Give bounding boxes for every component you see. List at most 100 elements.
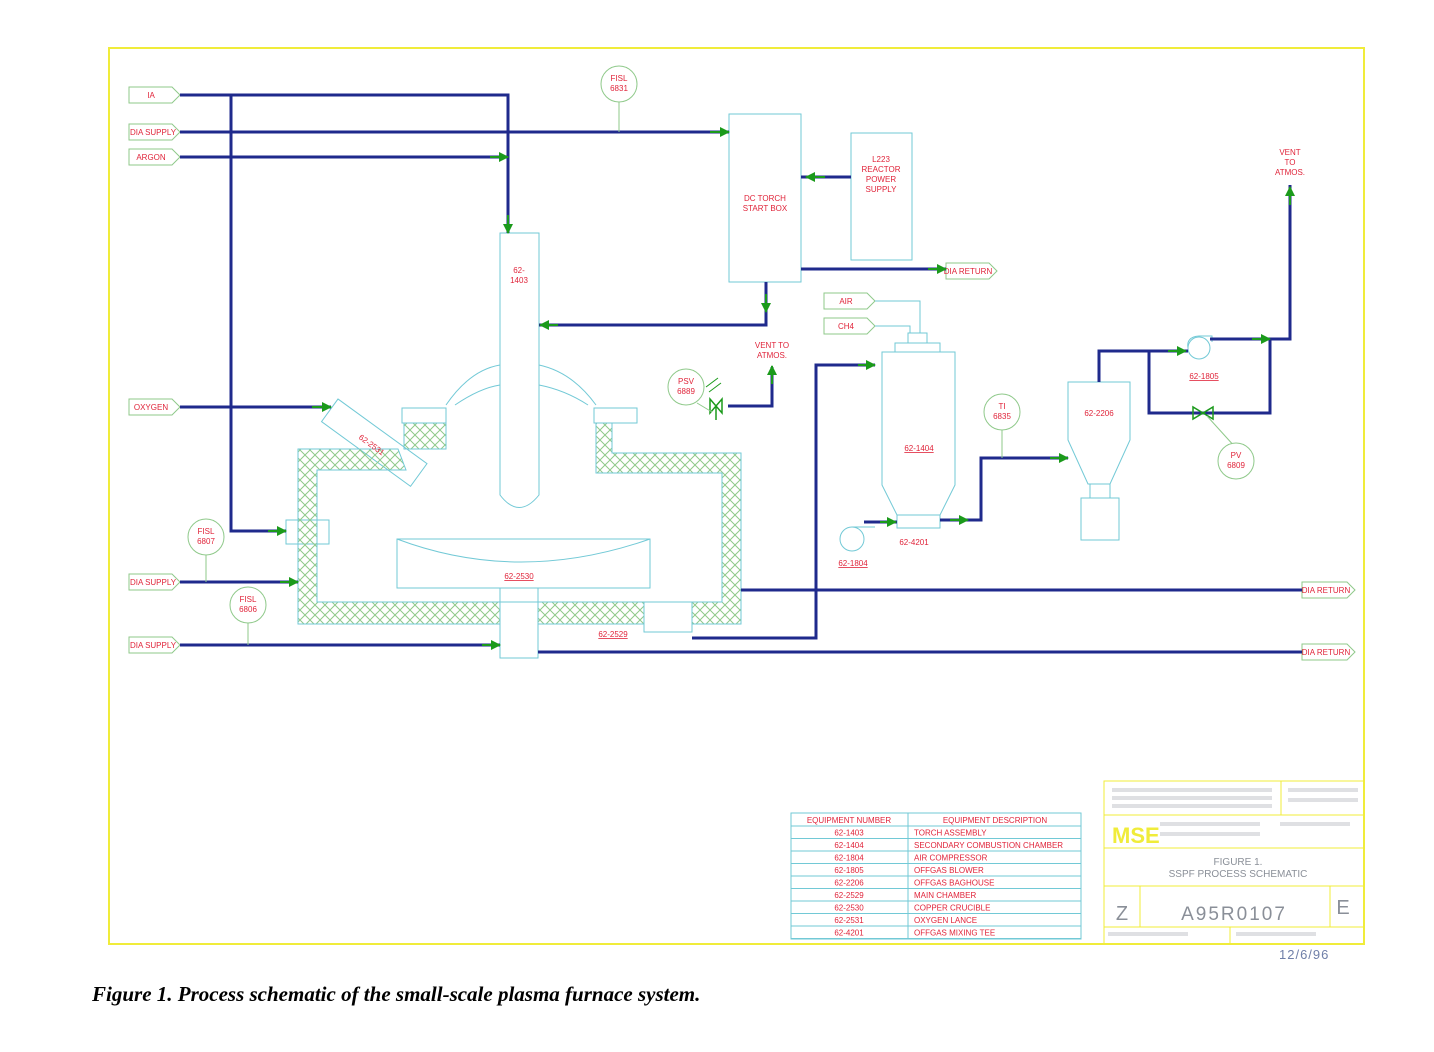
table-header-description: EQUIPMENT DESCRIPTION [943, 816, 1048, 825]
input-tag-ch4 [823, 317, 876, 335]
fisl-6831-num: 6831 [610, 84, 628, 93]
pipe-blower-to-vent [1210, 185, 1292, 341]
input-ch4-label: CH4 [838, 322, 855, 331]
ti-6835-tag: TI [998, 402, 1005, 411]
table-cell-number: 62-2531 [834, 916, 864, 925]
scc-top-stub [907, 332, 928, 344]
power-supply-label-1: L223 [872, 155, 890, 164]
torch-box-label-1: DC TORCH [744, 194, 786, 203]
table-cell-number: 62-1805 [834, 866, 864, 875]
blower-label: 62-1805 [1189, 372, 1219, 381]
pv-6809-num: 6809 [1227, 461, 1245, 470]
fisl-6806-num: 6806 [239, 605, 257, 614]
title-name: SSPF PROCESS SCHEMATIC [1169, 869, 1308, 880]
table-cell-description: COPPER CRUCIBLE [914, 904, 990, 913]
chamber-dome [445, 364, 597, 406]
vent-2-line-2: TO [1285, 158, 1296, 167]
input-dia-supply-1-label: DIA SUPPLY [130, 128, 177, 137]
title-rev: E [1336, 897, 1349, 919]
crucible-label: 62-2530 [504, 572, 534, 581]
output-dia-return-1-label: DIA RETURN [944, 267, 993, 276]
table-cell-number: 62-4201 [834, 929, 864, 938]
pipe-bypass [1147, 339, 1272, 415]
output-dia-return-3-label: DIA RETURN [1302, 648, 1351, 657]
input-air-label: AIR [839, 297, 853, 306]
refractory-wall [297, 422, 742, 625]
psv-lead [696, 402, 713, 413]
figure-caption: Figure 1. Process schematic of the small… [92, 982, 701, 1006]
title-size: Z [1116, 903, 1128, 925]
torch-label-2: 1403 [510, 276, 528, 285]
chamber-port-right [593, 407, 638, 424]
instrument-fisl-6831 [600, 65, 638, 103]
sheet-border [108, 47, 1365, 945]
table-cell-description: TORCH ASSEMBLY [914, 829, 987, 838]
input-tag-argon [128, 148, 181, 166]
vent-2-line-1: VENT [1279, 148, 1300, 157]
table-header-number: EQUIPMENT NUMBER [807, 816, 892, 825]
pipe-chamber-offgas [692, 363, 875, 640]
table-cell-number: 62-2529 [834, 891, 864, 900]
table-cell-description: AIR COMPRESSOR [914, 854, 988, 863]
copper-crucible [396, 538, 651, 589]
power-supply-label-3: POWER [866, 175, 896, 184]
date-stamp: 12/6/96 [1279, 947, 1330, 962]
input-tag-oxygen [128, 398, 181, 416]
ti-6835-num: 6835 [993, 412, 1011, 421]
output-tag-dia-return-3 [1301, 643, 1356, 661]
input-dia-supply-3-label: DIA SUPPLY [130, 641, 177, 650]
table-cell-description: OXYGEN LANCE [914, 916, 977, 925]
title-logo: MSE [1112, 823, 1160, 848]
scc-label: 62-1404 [904, 444, 934, 453]
secondary-combustion-chamber [881, 342, 956, 516]
table-cell-number: 62-2206 [834, 879, 864, 888]
chamber-inner-wall [316, 469, 723, 603]
input-oxygen-label: OXYGEN [134, 403, 168, 412]
pipe-ia-branch [229, 95, 286, 533]
mixing-tee [896, 514, 941, 529]
input-dia-supply-2-label: DIA SUPPLY [130, 578, 177, 587]
table-cell-description: OFFGAS BLOWER [914, 866, 984, 875]
title-drawing-no: A95R0107 [1181, 904, 1287, 925]
fisl-6831-tag: FISL [611, 74, 628, 83]
output-tag-dia-return-1 [945, 262, 998, 280]
title-figure: FIGURE 1. [1214, 857, 1263, 868]
vent-2-line-3: ATMOS. [1275, 168, 1305, 177]
input-tag-dia-supply-2 [128, 573, 181, 591]
fisl-6806-tag: FISL [240, 595, 257, 604]
table-cell-description: OFFGAS MIXING TEE [914, 929, 995, 938]
instrument-fisl-6807 [187, 518, 225, 556]
input-tag-ia [128, 86, 181, 104]
crucible-outlet [499, 587, 539, 659]
pv-valve-icon [1192, 405, 1214, 421]
output-dia-return-2-label: DIA RETURN [1302, 586, 1351, 595]
baghouse-hopper [1089, 483, 1111, 499]
pipe-psv-vent [728, 367, 774, 408]
air-compressor [839, 526, 865, 552]
torch-assembly [499, 232, 540, 508]
psv-6889-tag: PSV [678, 377, 695, 386]
power-supply-label-2: REACTOR [862, 165, 901, 174]
reactor-power-supply [850, 132, 913, 261]
fisl-6807-num: 6807 [197, 537, 215, 546]
offgas-baghouse [1067, 381, 1131, 485]
pv-lead [1206, 415, 1237, 449]
title-block [1103, 780, 1365, 945]
table-cell-number: 62-2530 [834, 904, 864, 913]
table-cell-description: OFFGAS BAGHOUSE [914, 879, 994, 888]
torch-label-1: 62- [513, 266, 525, 275]
compressor-label: 62-1804 [838, 559, 868, 568]
fisl-6807-tag: FISL [198, 527, 215, 536]
baghouse-label: 62-2206 [1084, 409, 1114, 418]
baghouse-drum [1080, 497, 1120, 541]
pipe-baghouse-to-blower [1097, 349, 1188, 382]
input-argon-label: ARGON [136, 153, 166, 162]
instrument-psv-6889 [667, 368, 705, 406]
table-cell-number: 62-1403 [834, 829, 864, 838]
instrument-pv-6809 [1217, 442, 1255, 480]
mixing-tee-label: 62-4201 [899, 538, 929, 547]
air-line [875, 300, 921, 333]
ch4-line [875, 325, 911, 333]
psv-valve-icon [709, 396, 723, 420]
